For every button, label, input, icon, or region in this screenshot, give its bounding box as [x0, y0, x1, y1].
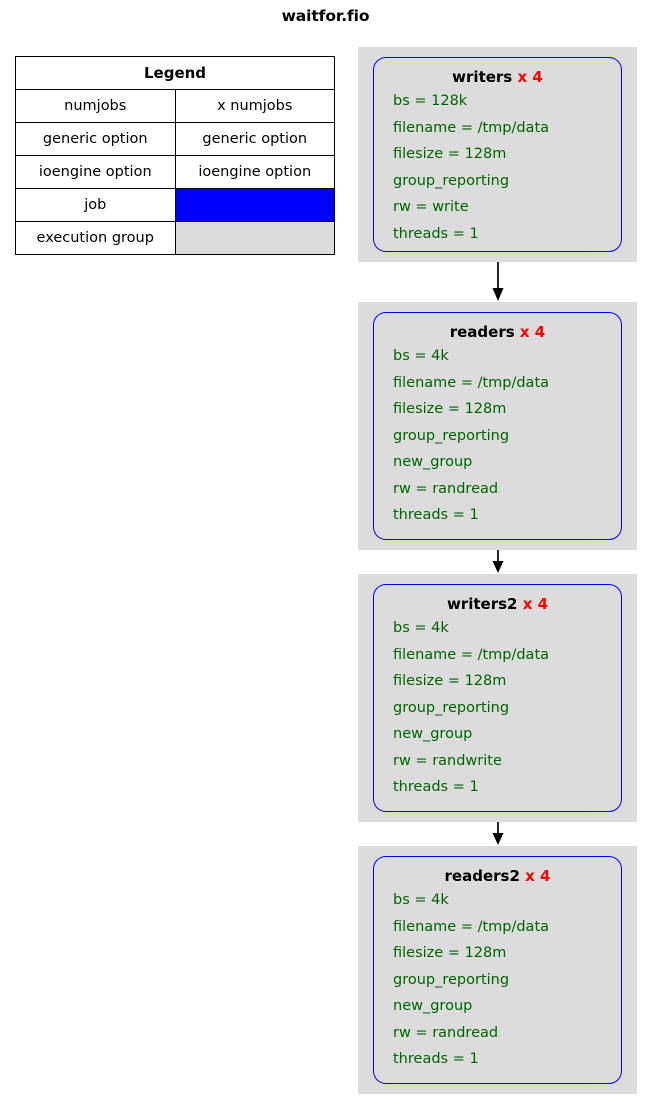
execution-group-writers2: writers2 x 4 bs = 4k filename = /tmp/dat… — [358, 574, 637, 822]
legend-sample-ioengine-option: ioengine option — [174, 155, 335, 189]
legend-sample-numjobs: x numjobs — [174, 89, 335, 123]
page-title: waitfor.fio — [281, 7, 370, 25]
job-option: group_reporting — [393, 427, 510, 444]
job-option: filename = /tmp/data — [393, 119, 550, 136]
job-box-readers[interactable]: readers x 4 bs = 4k filename = /tmp/data… — [373, 312, 622, 540]
execution-group-writers: writers x 4 bs = 128k filename = /tmp/da… — [358, 47, 637, 262]
job-option: filename = /tmp/data — [393, 646, 550, 663]
job-option: bs = 4k — [393, 348, 449, 364]
job-numjobs-readers2: x 4 — [525, 867, 551, 885]
legend-swatch-execution-group — [174, 221, 335, 255]
job-option: filename = /tmp/data — [393, 374, 550, 391]
job-box-writers2[interactable]: writers2 x 4 bs = 4k filename = /tmp/dat… — [373, 584, 622, 812]
job-box-readers2[interactable]: readers2 x 4 bs = 4k filename = /tmp/dat… — [373, 856, 622, 1084]
job-option: threads = 1 — [393, 779, 479, 795]
job-numjobs-writers: x 4 — [517, 68, 543, 86]
job-option: group_reporting — [393, 971, 510, 988]
job-name-readers2: readers2 — [444, 867, 520, 885]
execution-group-readers2: readers2 x 4 bs = 4k filename = /tmp/dat… — [358, 846, 637, 1094]
job-title-readers: readers x 4 — [374, 313, 621, 342]
job-option: group_reporting — [393, 172, 510, 189]
edge-writers-to-readers — [485, 262, 511, 302]
legend-header-row: Legend — [15, 56, 335, 90]
job-option: bs = 4k — [393, 620, 449, 636]
legend-row-job: job — [15, 188, 335, 222]
job-title-writers: writers x 4 — [374, 58, 621, 87]
job-options-readers2: bs = 4k filename = /tmp/data filesize = … — [374, 886, 621, 1073]
legend-row-ioengine-option: ioengine option ioengine option — [15, 155, 335, 189]
legend-swatch-job — [174, 188, 335, 222]
job-options-writers2: bs = 4k filename = /tmp/data filesize = … — [374, 614, 621, 801]
job-option: new_group — [393, 998, 473, 1014]
job-numjobs-writers2: x 4 — [522, 595, 549, 613]
legend-row-generic-option: generic option generic option — [15, 122, 335, 156]
job-name-readers: readers — [449, 323, 515, 341]
legend-table: Legend numjobs x numjobs generic option … — [15, 56, 335, 255]
edge-writers2-to-readers2 — [485, 822, 511, 846]
job-option: filename = /tmp/data — [393, 918, 550, 935]
job-name-writers2: writers2 — [446, 595, 518, 613]
job-numjobs-readers: x 4 — [519, 323, 546, 341]
legend-row-numjobs: numjobs x numjobs — [15, 89, 335, 123]
legend-title: Legend — [15, 56, 335, 90]
legend-label-ioengine-option: ioengine option — [15, 155, 176, 189]
legend-label-generic-option: generic option — [15, 122, 176, 156]
job-option: rw = randread — [393, 1024, 499, 1041]
legend-label-job: job — [15, 188, 176, 222]
job-option: filesize = 128m — [393, 146, 507, 162]
job-option: bs = 4k — [393, 892, 449, 908]
job-option: filesize = 128m — [393, 945, 507, 961]
job-option: rw = randwrite — [393, 752, 502, 769]
job-title-readers2: readers2 x 4 — [374, 857, 621, 886]
legend-label-execution-group: execution group — [15, 221, 176, 255]
job-option: threads = 1 — [393, 1051, 479, 1067]
execution-group-readers: readers x 4 bs = 4k filename = /tmp/data… — [358, 302, 637, 550]
job-options-readers: bs = 4k filename = /tmp/data filesize = … — [374, 342, 621, 529]
job-box-writers[interactable]: writers x 4 bs = 128k filename = /tmp/da… — [373, 57, 622, 252]
job-option: new_group — [393, 726, 473, 742]
job-option: rw = randread — [393, 480, 499, 497]
job-option: new_group — [393, 454, 473, 470]
legend-row-execution-group: execution group — [15, 221, 335, 255]
job-option: filesize = 128m — [393, 401, 507, 417]
job-option: threads = 1 — [393, 225, 479, 242]
job-option: group_reporting — [393, 699, 510, 716]
legend-sample-generic-option: generic option — [174, 122, 335, 156]
job-option: rw = write — [393, 199, 469, 215]
job-options-writers: bs = 128k filename = /tmp/data filesize … — [374, 87, 621, 247]
job-option: filesize = 128m — [393, 673, 507, 689]
edge-readers-to-writers2 — [485, 550, 511, 574]
job-title-writers2: writers2 x 4 — [374, 585, 621, 614]
legend-label-numjobs: numjobs — [15, 89, 176, 123]
job-option: bs = 128k — [393, 93, 468, 109]
job-name-writers: writers — [452, 68, 513, 86]
job-option: threads = 1 — [393, 507, 479, 523]
